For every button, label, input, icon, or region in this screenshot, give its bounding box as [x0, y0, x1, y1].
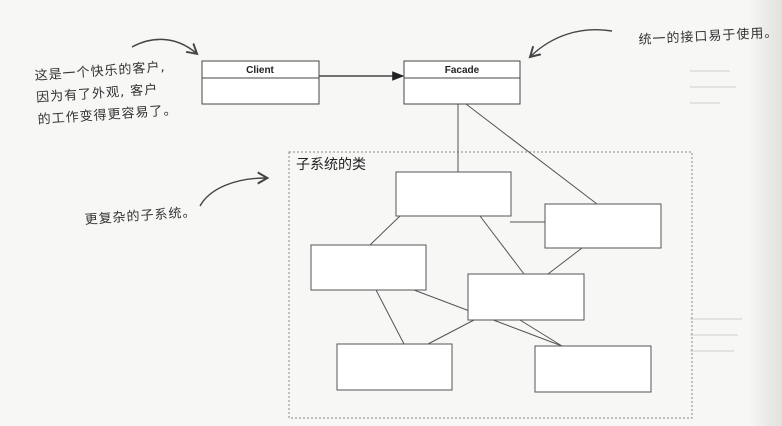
facade-note-arrow [531, 29, 613, 56]
subsystem-class-box [310, 244, 427, 291]
subsystem-class-box [395, 171, 512, 217]
client-class: Client [201, 60, 320, 105]
facade-class: Facade [403, 60, 521, 105]
subsystem-class-box [336, 343, 453, 391]
subsystem-class-box [467, 273, 585, 321]
subsystem-class-box [534, 345, 652, 393]
subsystem-note-arrow [199, 178, 266, 207]
subsystem-class-box [544, 203, 662, 249]
subsystem-boundary [288, 151, 693, 419]
facade-class-name: Facade [445, 65, 480, 76]
client-class-name: Client [246, 65, 274, 76]
client-note: 这是一个快乐的客户, 因为有了外观, 客户 的工作变得更容易了。 [34, 56, 178, 132]
client-note-arrow [131, 38, 196, 53]
subsystem-title: 子系统的类 [296, 157, 366, 173]
page-edge-shadow [748, 0, 782, 426]
